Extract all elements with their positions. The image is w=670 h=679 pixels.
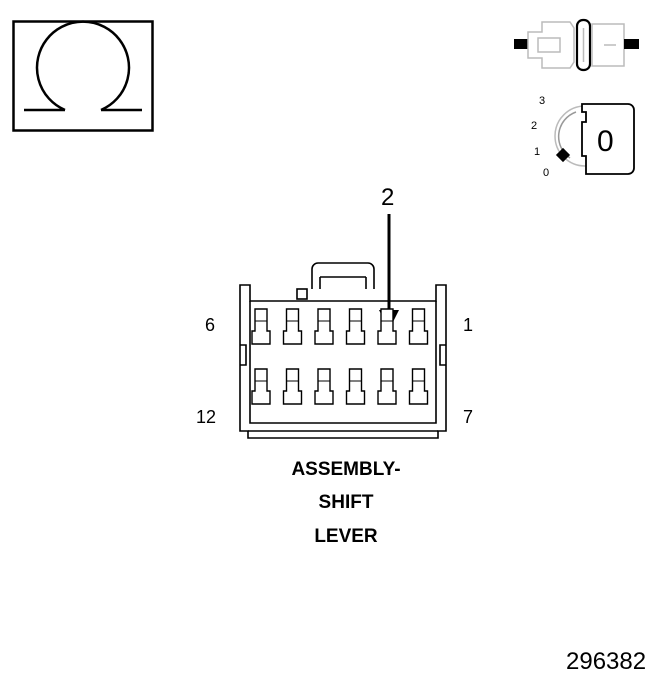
pin-cavity: [377, 368, 397, 405]
ignition-position-2: 2: [531, 120, 538, 132]
pin-cavity: [314, 368, 334, 405]
caption-line-2: SHIFT: [318, 492, 374, 513]
pin-label-6: 6: [205, 315, 216, 335]
pin-cavity: [282, 308, 303, 345]
caption-line-3: LEVER: [314, 526, 378, 547]
ignition-position-3: 3: [539, 95, 546, 107]
connector-face: [239, 262, 447, 439]
ignition-key-icon: [554, 103, 635, 175]
pin-cavity: [251, 368, 271, 405]
ignition-position-1: 1: [534, 146, 541, 158]
pin-cavity: [345, 368, 366, 405]
ignition-key-label: 0: [597, 125, 614, 158]
pin-pointer-label: 2: [381, 184, 395, 211]
ohm-icon: [24, 20, 142, 112]
pin-cavity: [377, 308, 397, 345]
figure-id: 296382: [566, 648, 647, 675]
pin-cavity: [251, 308, 271, 345]
pin-cavity: [345, 308, 366, 345]
connector-disconnected-icon: [514, 18, 639, 72]
pin-cavity: [282, 368, 303, 405]
pin-label-7: 7: [463, 407, 474, 427]
pin-label-1: 1: [463, 315, 474, 335]
ignition-position-0: 0: [543, 167, 550, 179]
caption-line-1: ASSEMBLY-: [291, 459, 401, 480]
pin-cavity: [314, 308, 334, 345]
pin-cavity: [408, 308, 429, 345]
ohm-symbol-box: [12, 20, 154, 132]
pin-cavity: [408, 368, 429, 405]
pin-label-12: 12: [196, 407, 217, 427]
